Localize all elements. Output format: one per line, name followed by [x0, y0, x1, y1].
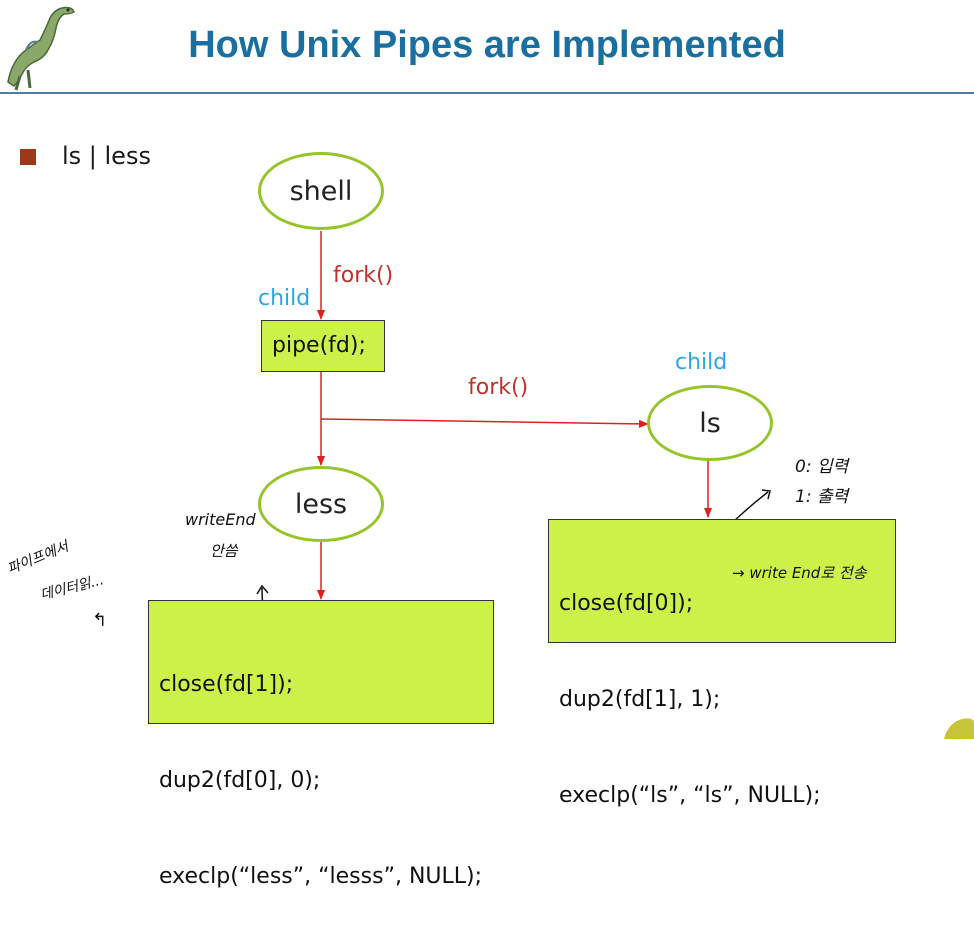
less-code-box: close(fd[1]); dup2(fd[0], 0); execlp(“le…: [148, 600, 494, 889]
child-label-ls: child: [675, 350, 728, 375]
ls-code-line-3: execlp(“ls”, “ls”, NULL);: [559, 783, 821, 808]
fork-label-ls: fork(): [468, 375, 529, 400]
bullet-text: ls | less: [62, 142, 151, 170]
title-divider: [0, 92, 974, 94]
slide-title: How Unix Pipes are Implemented: [188, 24, 786, 66]
dinosaur-logo-icon: [7, 6, 75, 91]
note-fd1-output: 1: 출력: [795, 487, 849, 507]
bullet-icon: [20, 149, 36, 165]
less-code-line-2: dup2(fd[0], 0);: [159, 768, 321, 793]
note-not-used: 안씀: [210, 542, 238, 560]
shell-node: shell: [258, 152, 384, 230]
ls-code-line-1: close(fd[0]);: [559, 591, 694, 616]
less-code-line-1: close(fd[1]);: [159, 672, 294, 697]
note-write-end: writeEnd: [185, 510, 256, 529]
pipe-box: pipe(fd);: [261, 320, 385, 372]
note-write-end-send: → write End로 전송: [732, 564, 867, 582]
note-fd0-input: 0: 입력: [795, 457, 849, 477]
ls-node: ls: [647, 385, 773, 461]
child-label-shell: child: [258, 286, 311, 311]
less-node: less: [258, 466, 384, 542]
fork-label-shell: fork(): [333, 263, 394, 288]
dinosaur-corner-icon: [944, 718, 974, 739]
ls-code-line-2: dup2(fd[1], 1);: [559, 687, 721, 712]
hook-arrow-icon: ↰: [92, 610, 108, 631]
arrow-pipe-to-ls: [320, 418, 649, 428]
less-code-line-3: execlp(“less”, “lesss”, NULL);: [159, 864, 483, 889]
